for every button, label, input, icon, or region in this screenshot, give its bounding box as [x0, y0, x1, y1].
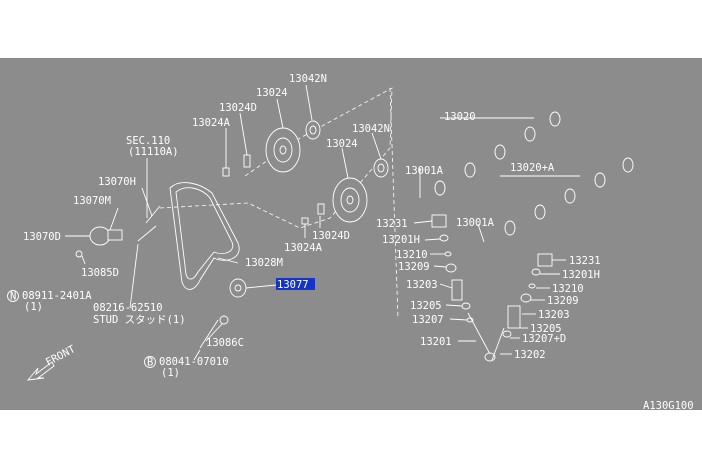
label-13202-right[interactable]: 13202: [514, 349, 546, 361]
stud-13070h: [145, 205, 161, 224]
label-13028m[interactable]: 13028M: [245, 257, 283, 269]
timing-belt-inner: [175, 187, 234, 280]
label-13070d[interactable]: 13070D: [23, 231, 61, 243]
leader-lines: [65, 84, 580, 361]
label-13207-left[interactable]: 13207: [412, 314, 444, 326]
label-sec110[interactable]: SEC.110: [126, 135, 170, 147]
badge-b: B: [144, 356, 156, 369]
svg-text:N: N: [10, 291, 16, 303]
label-13201h-right[interactable]: 13201H: [562, 269, 600, 281]
label-13042n-mid[interactable]: 13042N: [352, 123, 390, 135]
key-13024d-top: [243, 154, 251, 168]
stud-08216: [137, 225, 157, 242]
label-08911-2401a[interactable]: 08911-2401A: [22, 290, 92, 302]
label-13042n-top[interactable]: 13042N: [289, 73, 327, 85]
label-13210-right[interactable]: 13210: [552, 283, 584, 295]
label-13209-left[interactable]: 13209: [398, 261, 430, 273]
label-08911-qty: (1): [24, 301, 43, 313]
label-13024-mid[interactable]: 13024: [326, 138, 358, 150]
label-13203-left[interactable]: 13203: [406, 279, 438, 291]
label-13210-left[interactable]: 13210: [396, 249, 428, 261]
badge-n: N: [7, 290, 19, 303]
seal-mid: [373, 158, 389, 178]
label-13070h[interactable]: 13070H: [98, 176, 136, 188]
label-sec110-sub: (11110A): [128, 146, 179, 158]
label-13070m[interactable]: 13070M: [73, 195, 111, 207]
svg-text:13077: 13077: [277, 279, 309, 291]
label-13203-right[interactable]: 13203: [538, 309, 570, 321]
front-arrow: [26, 361, 55, 381]
svg-text:B: B: [147, 357, 153, 369]
seal-top: [305, 120, 321, 140]
footer-code: A130G100: [643, 400, 694, 410]
bolt-08041: [199, 319, 219, 349]
key-13024d-mid: [317, 203, 325, 215]
label-13024a-mid[interactable]: 13024A: [284, 242, 323, 254]
label-13085d[interactable]: 13085D: [81, 267, 119, 279]
parts-diagram: N B 13042N 13024 13024D 13024A SEC.110 (…: [0, 58, 702, 412]
label-08041-07010[interactable]: 08041-07010: [159, 356, 229, 368]
timing-belt-diagram: N B 13042N 13024 13024D 13024A SEC.110 (…: [7, 73, 694, 412]
label-13205-left[interactable]: 13205: [410, 300, 442, 312]
label-13077-highlighted[interactable]: 13077: [276, 278, 315, 291]
label-08216-62510[interactable]: 08216-62510: [93, 302, 163, 314]
label-13001a-right[interactable]: 13001A: [456, 217, 495, 229]
camshaft-13020a: [479, 156, 641, 245]
label-13020a[interactable]: 13020+A: [510, 162, 555, 174]
label-08041-qty: (1): [161, 367, 180, 379]
valve-train-left: [431, 214, 496, 362]
crank-sprocket: [89, 226, 123, 246]
label-13024d-top[interactable]: 13024D: [219, 102, 257, 114]
label-13231-right[interactable]: 13231: [569, 255, 601, 267]
label-13209-right[interactable]: 13209: [547, 295, 579, 307]
label-13024d-mid[interactable]: 13024D: [312, 230, 350, 242]
washer-13086c: [219, 315, 229, 325]
label-13207d-right[interactable]: 13207+D: [522, 333, 566, 345]
cam-sprocket-mid: [332, 177, 368, 223]
label-13020[interactable]: 13020: [444, 111, 476, 123]
valve-train-right: [491, 253, 553, 361]
label-13001a-left[interactable]: 13001A: [405, 165, 444, 177]
label-13205-right[interactable]: 13205: [530, 323, 562, 335]
timing-belt: [169, 182, 240, 290]
label-13086c[interactable]: 13086C: [206, 337, 244, 349]
label-front: FRONT: [44, 343, 78, 369]
label-13024a-top[interactable]: 13024A: [192, 117, 231, 129]
label-13201h-left[interactable]: 13201H: [382, 234, 420, 246]
label-13231-left[interactable]: 13231: [376, 218, 408, 230]
label-13201-left[interactable]: 13201: [420, 336, 452, 348]
camshaft-13020: [409, 111, 566, 210]
nut-08911: [75, 250, 83, 258]
bolt-13024a-mid: [301, 217, 309, 225]
guide-line: [389, 87, 399, 319]
label-13024-top[interactable]: 13024: [256, 87, 288, 99]
label-08216-sub: STUD スタッド(1): [93, 314, 186, 326]
bolt-13024a-top: [222, 167, 230, 177]
tensioner-pulley: [229, 278, 247, 298]
cam-sprocket-top: [265, 127, 301, 173]
